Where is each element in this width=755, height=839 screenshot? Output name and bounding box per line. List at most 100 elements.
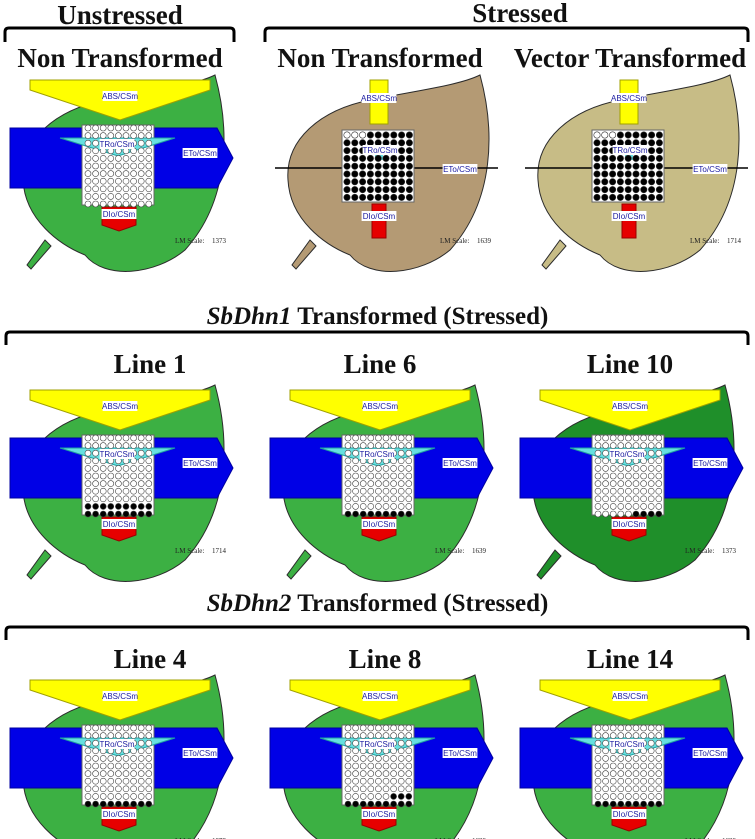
- open-reaction-center: [352, 755, 359, 762]
- open-reaction-center: [84, 442, 92, 449]
- open-reaction-center: [601, 131, 609, 139]
- open-reaction-center: [602, 762, 609, 770]
- open-reaction-center: [344, 449, 352, 457]
- open-reaction-center: [122, 732, 130, 739]
- open-reaction-center: [632, 732, 640, 739]
- open-reaction-center: [397, 465, 405, 472]
- open-reaction-center: [625, 465, 632, 472]
- closed-reaction-center: [405, 170, 413, 178]
- closed-reaction-center: [92, 510, 99, 518]
- open-reaction-center: [405, 755, 413, 762]
- open-reaction-center: [609, 785, 617, 793]
- open-reaction-center: [647, 777, 655, 785]
- open-reaction-center: [107, 770, 115, 777]
- open-reaction-center: [84, 739, 92, 747]
- open-reaction-center: [405, 762, 413, 770]
- open-reaction-center: [594, 472, 602, 480]
- open-reaction-center: [84, 465, 92, 472]
- open-reaction-center: [137, 732, 145, 739]
- closed-reaction-center: [343, 178, 351, 186]
- open-reaction-center: [382, 495, 390, 503]
- open-reaction-center: [390, 777, 397, 785]
- closed-reaction-center: [115, 503, 122, 510]
- open-reaction-center: [84, 487, 92, 495]
- closed-reaction-center: [359, 510, 367, 518]
- open-reaction-center: [397, 777, 405, 785]
- closed-reaction-center: [351, 147, 359, 155]
- closed-reaction-center: [390, 154, 398, 162]
- abs-label-bg: [612, 691, 648, 701]
- open-reaction-center: [99, 785, 107, 793]
- closed-reaction-center: [609, 193, 617, 201]
- eto-label-bg: [692, 164, 728, 174]
- open-reaction-center: [375, 465, 382, 472]
- open-reaction-center: [617, 770, 625, 777]
- open-reaction-center: [84, 185, 92, 193]
- open-reaction-center: [99, 487, 107, 495]
- open-reaction-center: [137, 770, 145, 777]
- open-reaction-center: [405, 442, 413, 449]
- open-reaction-center: [382, 770, 390, 777]
- bracket-unstressed: [3, 26, 236, 42]
- closed-reaction-center: [343, 193, 351, 201]
- lm-scale-label: LM Scale:: [175, 237, 204, 245]
- panel-title-2: Non Transformed: [277, 43, 483, 73]
- open-reaction-center: [84, 457, 92, 465]
- open-reaction-center: [122, 785, 130, 793]
- open-reaction-center: [609, 472, 617, 480]
- closed-reaction-center: [352, 800, 359, 808]
- open-reaction-center: [609, 442, 617, 449]
- open-reaction-center: [137, 200, 145, 208]
- open-reaction-center: [344, 472, 352, 480]
- open-reaction-center: [122, 770, 130, 777]
- section-suffix-dhn2: Transformed (Stressed): [291, 590, 549, 617]
- open-reaction-center: [130, 732, 137, 739]
- closed-reaction-center: [405, 131, 413, 139]
- closed-reaction-center: [390, 131, 398, 139]
- closed-reaction-center: [655, 139, 663, 147]
- open-reaction-center: [92, 449, 99, 457]
- open-reaction-center: [617, 793, 625, 800]
- open-reaction-center: [617, 503, 625, 510]
- open-reaction-center: [382, 777, 390, 785]
- closed-reaction-center: [382, 162, 390, 170]
- dio-label-bg: [611, 211, 647, 221]
- open-reaction-center: [625, 755, 632, 762]
- open-reaction-center: [130, 155, 137, 162]
- open-reaction-center: [99, 434, 107, 442]
- closed-reaction-center: [616, 178, 624, 186]
- open-reaction-center: [107, 785, 115, 793]
- open-reaction-center: [397, 480, 405, 487]
- open-reaction-center: [92, 193, 99, 200]
- open-reaction-center: [382, 472, 390, 480]
- open-reaction-center: [405, 777, 413, 785]
- closed-reaction-center: [632, 800, 640, 808]
- leaf-stem: [291, 239, 317, 270]
- open-reaction-center: [115, 480, 122, 487]
- open-reaction-center: [594, 465, 602, 472]
- open-reaction-center: [647, 724, 655, 732]
- open-reaction-center: [647, 434, 655, 442]
- open-reaction-center: [84, 785, 92, 793]
- open-reaction-center: [632, 777, 640, 785]
- tro-label: TRo/CSm: [359, 450, 394, 459]
- open-reaction-center: [367, 503, 375, 510]
- closed-reaction-center: [624, 170, 632, 178]
- closed-reaction-center: [617, 800, 625, 808]
- closed-reaction-center: [398, 131, 406, 139]
- open-reaction-center: [107, 755, 115, 762]
- abs-label: ABS/CSm: [361, 94, 397, 103]
- open-reaction-center: [359, 487, 367, 495]
- open-reaction-center: [99, 755, 107, 762]
- open-reaction-center: [344, 777, 352, 785]
- open-reaction-center: [130, 770, 137, 777]
- open-reaction-center: [137, 457, 145, 465]
- closed-reaction-center: [602, 800, 609, 808]
- dio-label-bg: [611, 519, 647, 529]
- open-reaction-center: [352, 503, 359, 510]
- open-reaction-center: [375, 732, 382, 739]
- open-reaction-center: [640, 770, 647, 777]
- open-reaction-center: [594, 755, 602, 762]
- closed-reaction-center: [648, 131, 656, 139]
